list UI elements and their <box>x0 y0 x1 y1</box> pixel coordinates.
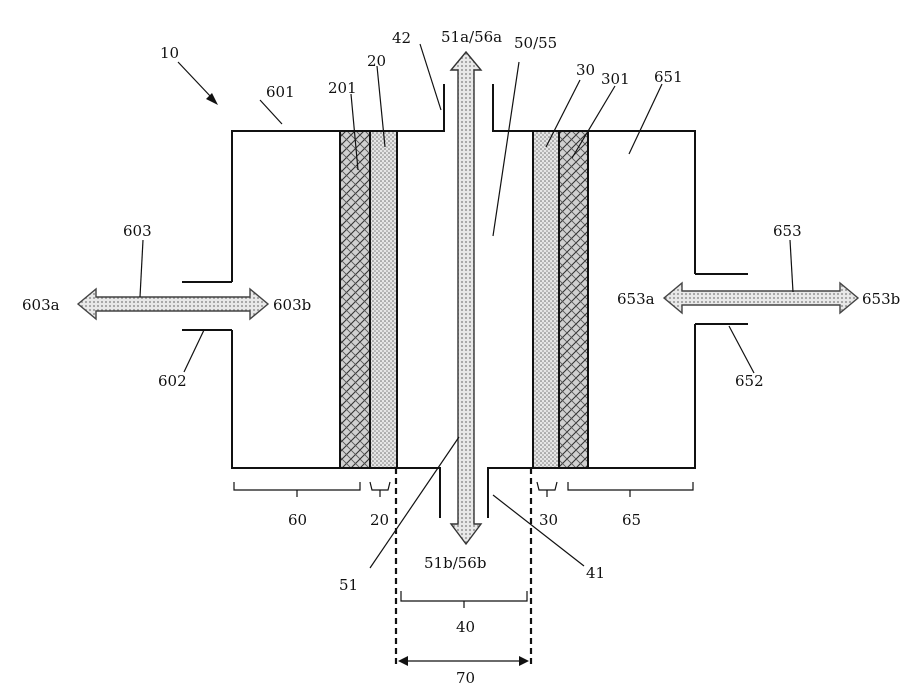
label-channel-flow-top: 51a/56a <box>441 28 502 46</box>
right-support-layer <box>559 131 588 468</box>
label-left-membrane: 20 <box>367 52 386 70</box>
label-right-membrane-bracket: 30 <box>539 511 558 529</box>
label-outlet-pipe: 41 <box>586 564 605 582</box>
label-right-flow-a: 653a <box>617 290 655 308</box>
label-right-port: 652 <box>735 372 764 390</box>
label-gap: 40 <box>456 618 475 636</box>
label-channel-flow-bottom: 51b/56b <box>424 554 486 572</box>
label-left-layer: 201 <box>328 79 357 97</box>
label-device: 10 <box>160 44 179 62</box>
device-pointer-arrow <box>178 62 218 105</box>
label-right-flow: 653 <box>773 222 802 240</box>
label-left-chamber: 601 <box>266 83 295 101</box>
label-left-section: 60 <box>288 511 307 529</box>
label-right-section: 65 <box>622 511 641 529</box>
left-membrane <box>370 131 397 468</box>
label-left-port: 602 <box>158 372 187 390</box>
left-flow-arrow <box>78 289 268 319</box>
label-right-membrane: 30 <box>576 61 595 79</box>
right-membrane <box>533 131 559 468</box>
left-pipe <box>397 84 444 518</box>
label-right-flow-b: 653b <box>862 290 900 308</box>
right-flow-arrow <box>664 283 858 313</box>
left-support-layer <box>340 131 370 468</box>
label-left-flow-a: 603a <box>22 296 60 314</box>
label-flow-tag: 51 <box>339 576 358 594</box>
label-channel: 50/55 <box>514 34 557 52</box>
label-total-gap: 70 <box>456 669 475 687</box>
right-pipe <box>488 84 533 518</box>
label-left-flow-b: 603b <box>273 296 311 314</box>
channel-flow-arrow <box>451 52 481 544</box>
label-right-layer: 301 <box>601 70 630 88</box>
label-left-membrane-bracket: 20 <box>370 511 389 529</box>
label-left-flow: 603 <box>123 222 152 240</box>
label-right-chamber: 651 <box>654 68 683 86</box>
label-left-pipe: 42 <box>392 29 411 47</box>
